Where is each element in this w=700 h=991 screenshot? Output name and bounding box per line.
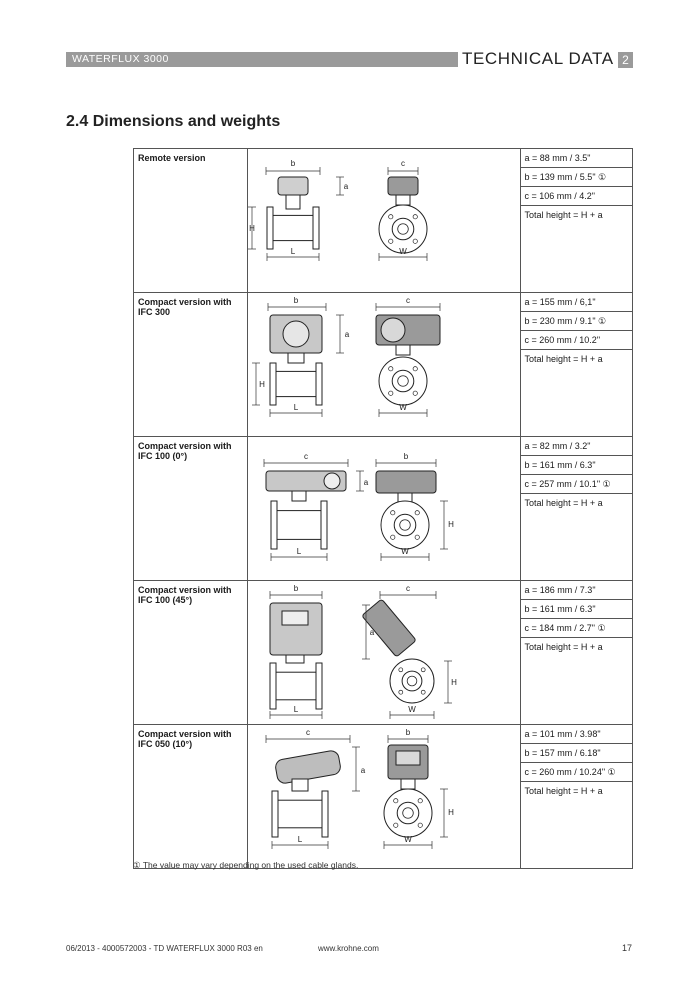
dimension-letter-H: H (448, 520, 454, 529)
dimension-letter-a: a (360, 766, 365, 775)
dimension-letter-L: L (293, 705, 298, 714)
dimension-value: Total height = H + a (524, 642, 603, 652)
dimension-letter-b: b (293, 296, 298, 305)
dimension-letter-a: a (363, 478, 368, 487)
dimension-letter-a: a (344, 330, 349, 339)
dimension-letter-W: W (401, 547, 409, 556)
dimension-letter-W: W (399, 247, 407, 256)
dimension-letter-b: b (293, 584, 298, 593)
dimension-value: Total height = H + a (524, 498, 603, 508)
dimension-letter-a: a (369, 628, 374, 637)
dimension-values: a = 101 mm / 3.98"b = 157 mm / 6.18"c = … (519, 724, 634, 869)
dimension-value: a = 88 mm / 3.5" (520, 149, 632, 168)
dimension-letter-c: c (406, 584, 410, 593)
dimension-values: a = 186 mm / 7.3"b = 161 mm / 6.3"c = 18… (519, 580, 634, 725)
dimension-value: a = 186 mm / 7.3" (520, 581, 632, 600)
dimension-value: a = 155 mm / 6,1" (520, 293, 632, 312)
dimension-value: Total height = H + a (524, 210, 603, 220)
dimension-value: a = 101 mm / 3.98" (520, 725, 632, 744)
dimension-letter-H: H (249, 224, 255, 233)
header-product-bar: WATERFLUX 3000 (66, 52, 458, 67)
dimension-letter-b: b (290, 159, 295, 168)
dimension-letter-L: L (296, 547, 301, 556)
dimension-letter-H: H (451, 678, 457, 687)
version-label: Compact version with IFC 300 (133, 292, 248, 437)
footer-doc-id: 06/2013 - 4000572003 - TD WATERFLUX 3000… (66, 944, 263, 953)
dimension-values: a = 82 mm / 3.2"b = 161 mm / 6.3"c = 257… (519, 436, 634, 581)
dimension-value: b = 161 mm / 6.3" (520, 456, 632, 475)
dimension-letter-c: c (406, 296, 410, 305)
dimension-letter-L: L (290, 247, 295, 256)
header-title: TECHNICAL DATA (462, 49, 614, 68)
dimension-letter-L: L (297, 835, 302, 844)
dimension-letter-a: a (343, 182, 348, 191)
dimension-value: c = 260 mm / 10.2" (520, 331, 632, 350)
header-product: WATERFLUX 3000 (72, 53, 169, 65)
dimension-value: Total height = H + a (524, 354, 603, 364)
dimension-letter-W: W (404, 835, 412, 844)
dimension-letter-c: c (304, 452, 308, 461)
section-title: 2.4 Dimensions and weights (66, 113, 281, 130)
dimension-letter-c: c (306, 728, 310, 737)
version-label: Compact version with IFC 050 (10°) (133, 724, 248, 869)
dimension-value: b = 139 mm / 5.5" ① (520, 168, 632, 187)
chapter-number: 2 (618, 52, 633, 68)
flowmeter-drawing: bLc aH W (269, 584, 457, 719)
dimension-letter-W: W (399, 403, 407, 412)
dimension-value: c = 260 mm / 10.24" ① (520, 763, 632, 782)
dimension-letter-c: c (401, 159, 405, 168)
dimension-value: b = 230 mm / 9.1" ① (520, 312, 632, 331)
dimension-value: b = 157 mm / 6.18" (520, 744, 632, 763)
version-label: Compact version with IFC 100 (0°) (133, 436, 248, 581)
dimension-value: c = 106 mm / 4.2" (520, 187, 632, 206)
dimension-value: c = 257 mm / 10.1" ① (520, 475, 632, 494)
dimension-value: c = 184 mm / 2.7" ① (520, 619, 632, 638)
flowmeter-drawing: b aH LcW (251, 296, 441, 417)
footer-url: www.krohne.com (318, 944, 379, 953)
page-number: 17 (622, 943, 633, 953)
version-label: Remote version (133, 148, 248, 293)
dimension-value: a = 82 mm / 3.2" (520, 437, 632, 456)
dimension-value: b = 161 mm / 6.3" (520, 600, 632, 619)
dimension-value: Total height = H + a (524, 786, 603, 796)
version-label: Compact version with IFC 100 (45°) (133, 580, 248, 725)
flowmeter-drawing: b aH LcW (247, 159, 428, 261)
footnote: ① The value may vary depending on the us… (133, 860, 359, 870)
dimension-letter-b: b (403, 452, 408, 461)
dimension-letter-b: b (405, 728, 410, 737)
dimension-letter-H: H (448, 808, 454, 817)
dimension-letter-W: W (408, 705, 416, 714)
dimension-letter-H: H (259, 380, 265, 389)
dimension-letter-L: L (293, 403, 298, 412)
